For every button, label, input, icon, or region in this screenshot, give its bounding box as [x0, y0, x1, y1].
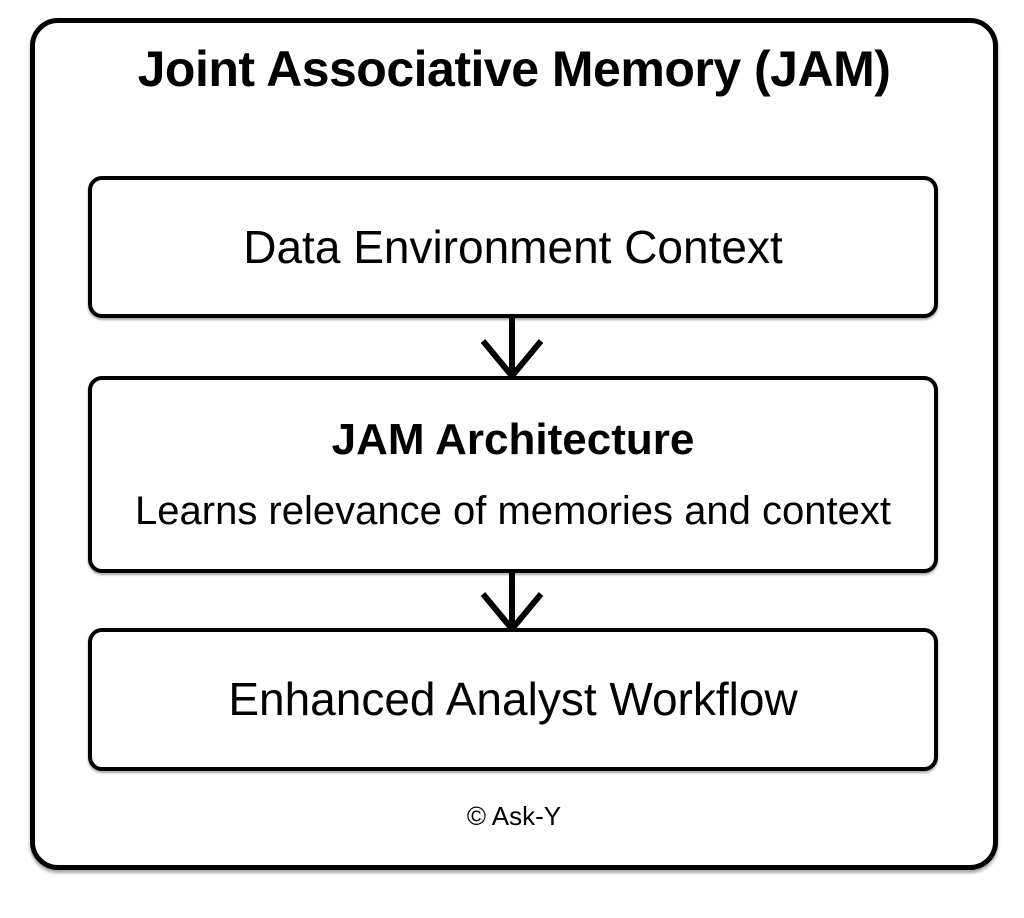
node-label: Data Environment Context	[243, 220, 783, 273]
node-enhanced-analyst-workflow: Enhanced Analyst Workflow	[88, 628, 938, 771]
arrow-down-icon	[474, 317, 550, 379]
arrow-down-icon	[474, 570, 550, 632]
copyright-credit: © Ask-Y	[466, 801, 562, 831]
node-sublabel: Learns relevance of memories and context	[135, 488, 891, 533]
node-heading: JAM Architecture	[331, 415, 695, 465]
node-data-environment-context: Data Environment Context	[88, 176, 938, 318]
node-label: Enhanced Analyst Workflow	[228, 673, 798, 726]
diagram-title: Joint Associative Memory (JAM)	[137, 41, 891, 97]
node-jam-architecture: JAM Architecture Learns relevance of mem…	[88, 376, 938, 573]
